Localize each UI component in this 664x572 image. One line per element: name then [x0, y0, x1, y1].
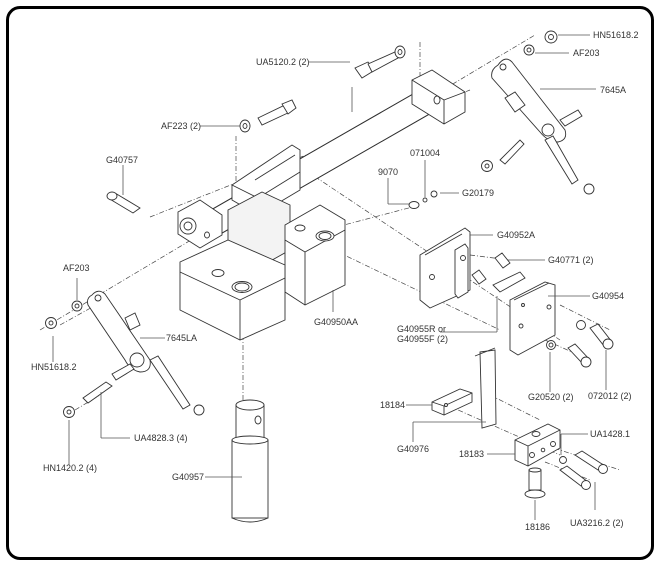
callout-af223: AF223 (2) [161, 121, 201, 131]
callout-ua1428: UA1428.1 [590, 429, 630, 439]
callout-ua3216: UA3216.2 (2) [570, 518, 624, 528]
callout-g40757: G40757 [106, 155, 138, 165]
callout-18184: 18184 [380, 400, 405, 410]
foot-18186 [524, 467, 546, 499]
pin-ua4828 [82, 381, 113, 404]
callout-9070: 9070 [378, 167, 398, 177]
nut-right-lower [481, 160, 595, 195]
callout-hn1420: HN1420.2 (4) [43, 463, 97, 473]
washer-af203-left [71, 300, 83, 312]
nut-hn51618-right [544, 30, 558, 44]
bolt-ua5120-lower [239, 99, 297, 133]
callout-af203-left: AF203 [63, 263, 90, 273]
bolt-ua5120-upper [354, 45, 406, 79]
clip-g40955 [492, 271, 526, 293]
block-18183 [514, 423, 561, 467]
callout-18183: 18183 [459, 449, 484, 459]
pin-g40757 [106, 191, 141, 214]
callout-7645la: 7645LA [166, 333, 197, 343]
callout-g40950aa: G40950AA [314, 317, 358, 327]
callout-g40955-line2: G40955F (2) [397, 334, 448, 344]
pins-g40771 [471, 252, 511, 285]
callout-g40957: G40957 [172, 472, 204, 482]
small-parts-9070-071004-g20179 [408, 190, 438, 209]
screw-ua1428 [559, 456, 567, 464]
callout-7645a: 7645A [600, 85, 626, 95]
callout-g40954: G40954 [592, 291, 624, 301]
base-block-assembly [179, 191, 346, 341]
callout-ua5120: UA5120.2 (2) [256, 57, 310, 67]
shaft-end-bracket-right [411, 69, 466, 125]
callout-071004: 071004 [410, 148, 440, 158]
callout-g40771: G40771 (2) [548, 255, 594, 265]
callout-18186: 18186 [525, 522, 550, 532]
screws-ua3216 [559, 450, 608, 490]
callout-labels: UA5120.2 (2) AF223 (2) G40757 HN51618.2 … [31, 30, 639, 532]
screws-072012 [567, 320, 614, 368]
leader-lines [52, 34, 607, 520]
callout-g40955-line1: G40955R or [397, 324, 446, 334]
bracket-g40952a [419, 227, 471, 309]
callout-g40976: G40976 [397, 444, 429, 454]
link-arm-7645a [491, 58, 583, 185]
link-arm-7645la [87, 290, 191, 410]
shaft-end-bracket-left [177, 199, 223, 249]
callout-af203-right: AF203 [573, 48, 600, 58]
callout-072012: 072012 (2) [588, 391, 632, 401]
callout-hn51618-right: HN51618.2 [593, 30, 639, 40]
callout-g40952a: G40952A [497, 230, 535, 240]
slotted-mount-block [231, 144, 301, 216]
post-g40957 [231, 399, 269, 523]
nut-hn51618-left [45, 317, 57, 329]
spring-g40976 [474, 347, 497, 429]
callout-hn51618-left: HN51618.2 [31, 362, 77, 372]
plate-g40954 [509, 281, 556, 356]
callout-g20520: G20520 (2) [528, 392, 574, 402]
nut-hn1420 [63, 404, 205, 418]
washer-af203-right [523, 44, 535, 56]
bar-18184 [431, 388, 473, 416]
washer-g20520 [546, 340, 556, 350]
callout-g20179: G20179 [462, 188, 494, 198]
callout-ua4828: UA4828.3 (4) [134, 433, 188, 443]
